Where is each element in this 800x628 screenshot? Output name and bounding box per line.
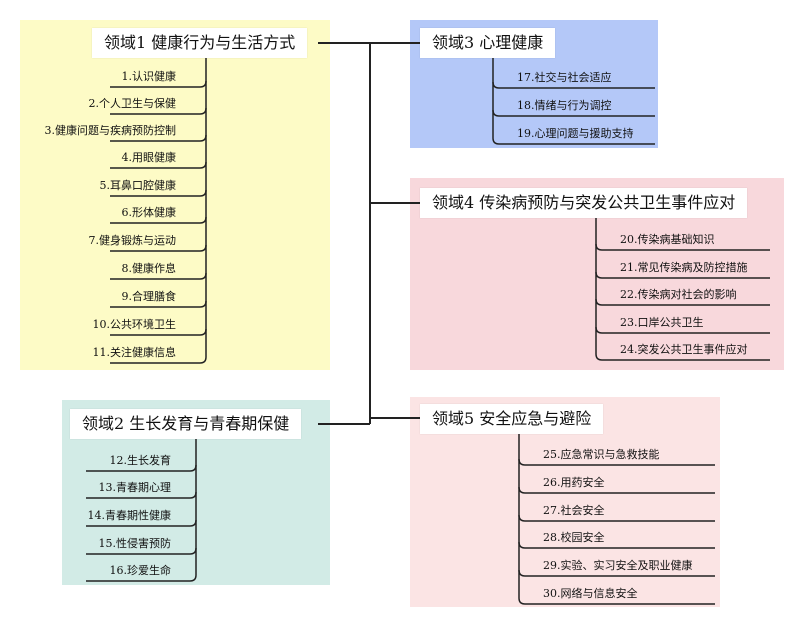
domain1-item: 5.耳鼻口腔健康: [99, 179, 177, 192]
domain1-item: 11.关注健康信息: [92, 346, 177, 359]
domain4-branch-curve: [595, 243, 603, 251]
domain5-item: 30.网络与信息安全: [543, 587, 638, 600]
domain4-item: 20.传染病基础知识: [620, 233, 715, 246]
domain2-item: 12.生长发育: [109, 454, 172, 467]
domain1-branch-curve: [199, 161, 207, 169]
domain1-item: 6.形体健康: [121, 206, 177, 219]
domain5-branch-curve: [518, 569, 526, 577]
domain1-branch-curve: [199, 107, 207, 115]
domain4-item: 24.突发公共卫生事件应对: [620, 343, 748, 356]
domain1-branch-curve: [199, 189, 207, 197]
domain1-item: 9.合理膳食: [121, 290, 177, 303]
domain5-title: 领域5 安全应急与避险: [420, 404, 604, 434]
domain2-item: 16.珍爱生命: [109, 564, 172, 577]
domain2-branch-curve: [189, 547, 197, 555]
domain5-item: 29.实验、实习安全及职业健康: [543, 559, 693, 572]
domain2-item: 14.青春期性健康: [87, 509, 172, 522]
domain4-title: 领域4 传染病预防与突发公共卫生事件应对: [420, 188, 748, 218]
domain1-branch-curve: [199, 328, 207, 336]
domain4-branch-curve: [595, 298, 603, 306]
domain2-item: 15.性侵害预防: [98, 537, 172, 550]
domain4-item: 21.常见传染病及防控措施: [620, 261, 748, 274]
domain3-branch-curve: [492, 109, 500, 117]
domain1-branch-curve: [199, 244, 207, 252]
domain1-item: 7.健身锻炼与运动: [88, 234, 177, 247]
domain3-branch-curve: [492, 81, 500, 89]
domain2-branch-curve: [189, 464, 197, 472]
domain5-branch-curve: [518, 486, 526, 494]
domain4-item: 23.口岸公共卫生: [620, 316, 704, 329]
domain1-item: 2.个人卫生与保健: [88, 97, 177, 110]
domain1-branch-curve: [199, 216, 207, 224]
domain1-panel: [20, 20, 330, 370]
domain1-title: 领域1 健康行为与生活方式: [92, 28, 308, 58]
domain3-item: 17.社交与社会适应: [517, 71, 612, 84]
domain2-branch-trunk: [189, 439, 197, 582]
domain5-item: 28.校园安全: [543, 531, 605, 544]
domain1-branch-trunk: [199, 58, 207, 364]
domain2-branch-curve: [189, 491, 197, 499]
domain1-item: 3.健康问题与疾病预防控制: [44, 124, 177, 137]
domain3-branch-trunk: [492, 58, 500, 145]
domain1-item: 1.认识健康: [121, 70, 177, 83]
domain5-item: 25.应急常识与急救技能: [543, 448, 660, 461]
domain1-item: 10.公共环境卫生: [92, 318, 177, 331]
domain1-item: 4.用眼健康: [121, 151, 177, 164]
domain5-branch-curve: [518, 541, 526, 549]
domain3-item: 18.情绪与行为调控: [517, 99, 612, 112]
domain3-title: 领域3 心理健康: [420, 28, 556, 58]
domain5-branch-curve: [518, 458, 526, 466]
domain5-branch-trunk: [518, 434, 526, 605]
domain4-branch-curve: [595, 271, 603, 279]
domain2-item: 13.青春期心理: [98, 481, 172, 494]
domain4-branch-trunk: [595, 218, 603, 361]
domain5-item: 26.用药安全: [543, 476, 605, 489]
domain4-branch-curve: [595, 326, 603, 334]
domain5-item: 27.社会安全: [543, 504, 605, 517]
domain5-branch-curve: [518, 514, 526, 522]
domain4-item: 22.传染病对社会的影响: [620, 288, 737, 301]
domain2-branch-curve: [189, 519, 197, 527]
domain1-branch-curve: [199, 80, 207, 88]
domain1-item: 8.健康作息: [121, 262, 177, 275]
domain1-branch-curve: [199, 272, 207, 280]
domain3-item: 19.心理问题与援助支持: [517, 127, 634, 140]
domain1-branch-curve: [199, 134, 207, 142]
domain2-title: 领域2 生长发育与青春期保健: [70, 409, 302, 439]
domain1-branch-curve: [199, 300, 207, 308]
